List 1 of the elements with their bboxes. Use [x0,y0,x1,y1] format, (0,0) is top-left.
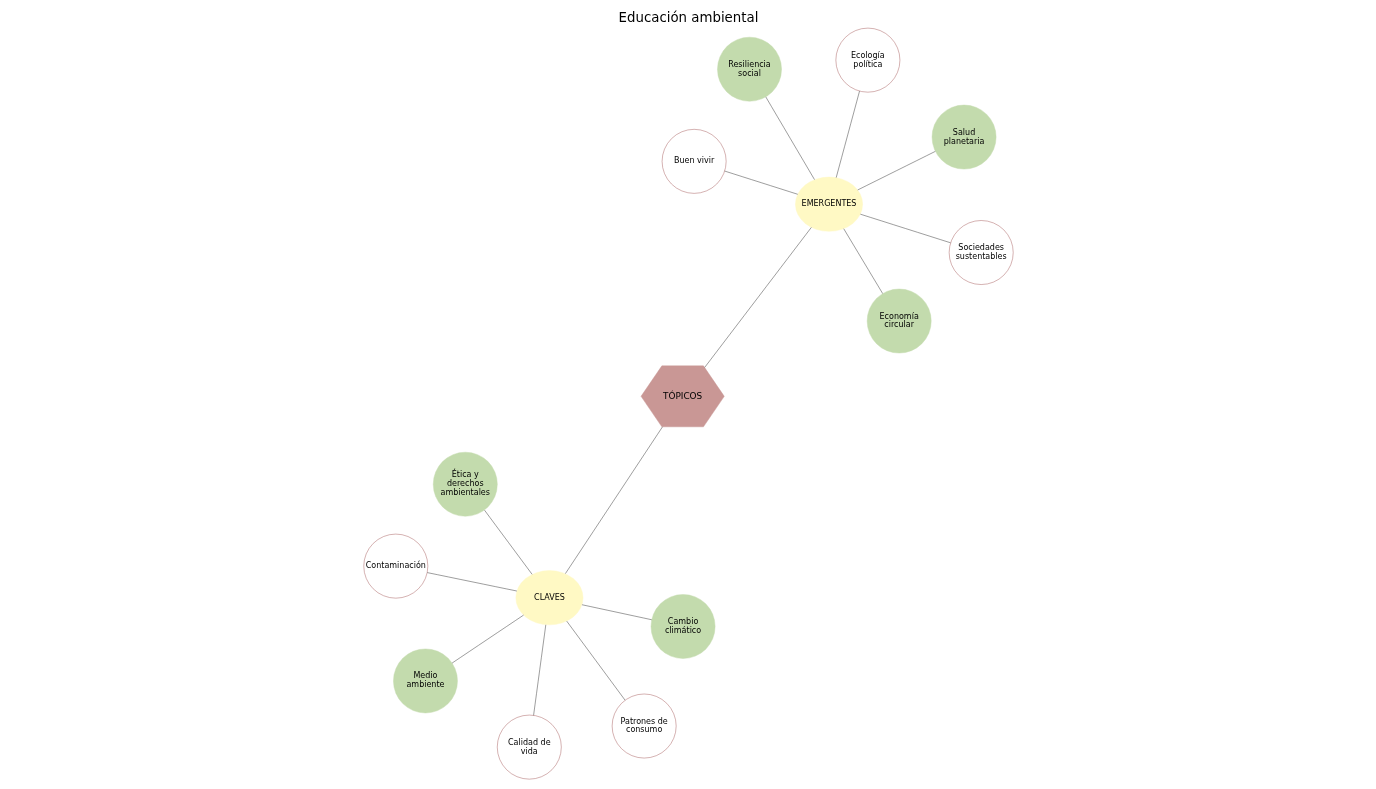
diagram-title: Educación ambiental [618,10,758,26]
